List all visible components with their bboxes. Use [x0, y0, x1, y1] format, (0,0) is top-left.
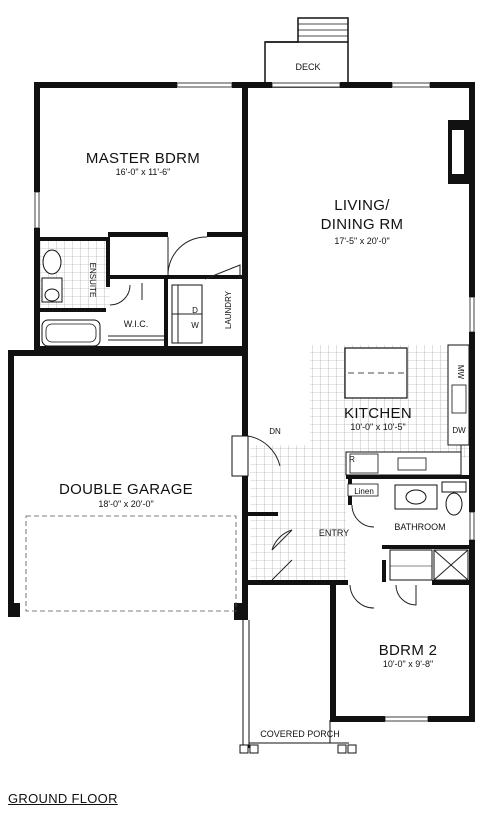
microwave-label: MW: [456, 365, 465, 380]
master-bdrm-name: MASTER BDRM: [86, 150, 200, 167]
laundry: D W LAUNDRY: [171, 264, 241, 344]
bdrm2-closet: [349, 549, 469, 609]
range-label: R: [349, 455, 355, 464]
bdrm2-name: BDRM 2: [379, 642, 437, 659]
windows: [34, 82, 475, 722]
bathroom: Linen BATHROOM: [347, 481, 467, 532]
entry-door: ENTRY: [271, 528, 349, 581]
laundry-label: LAUNDRY: [224, 290, 233, 329]
bdrm2-dims: 10'-0" x 9'-8": [383, 659, 433, 669]
wic-closet: W.I.C.: [108, 283, 164, 341]
bathroom-label: BATHROOM: [394, 522, 445, 532]
dn-label: DN: [269, 427, 281, 436]
entry-label: ENTRY: [319, 528, 349, 538]
linen-label: Linen: [354, 487, 374, 496]
covered-porch: COVERED PORCH: [239, 620, 357, 754]
stairs-door: DN: [231, 427, 281, 477]
garage-name: DOUBLE GARAGE: [59, 481, 193, 498]
ensuite: ENSUITE: [41, 249, 101, 347]
deck-label: DECK: [295, 62, 320, 72]
plan-title: GROUND FLOOR: [8, 791, 118, 806]
dryer-label: D: [192, 306, 198, 315]
kitchen-dims: 10'-0" x 10'-5": [350, 422, 405, 432]
kitchen-counter: MW DW R: [345, 344, 470, 476]
ensuite-label: ENSUITE: [88, 263, 97, 298]
fireplace-icon: [448, 120, 471, 184]
kitchen-name: KITCHEN: [344, 405, 412, 422]
living-name-line2: DINING RM: [321, 216, 404, 233]
washer-label: W: [191, 321, 199, 330]
exterior-walls: [8, 82, 475, 722]
garage-door: [25, 515, 237, 612]
dishwasher-label: DW: [452, 426, 466, 435]
covered-porch-label: COVERED PORCH: [260, 729, 340, 739]
deck: DECK: [264, 17, 349, 88]
kitchen-island: [344, 347, 408, 399]
master-door: [167, 236, 208, 276]
master-bdrm-dims: 16'-0" x 11'-6": [116, 167, 171, 177]
wic-label: W.I.C.: [124, 319, 149, 329]
living-dims: 17'-5" x 20'-0": [334, 236, 389, 246]
garage-dims: 18'-0" x 20'-0": [98, 499, 153, 509]
living-name-line1: LIVING/: [334, 197, 390, 214]
